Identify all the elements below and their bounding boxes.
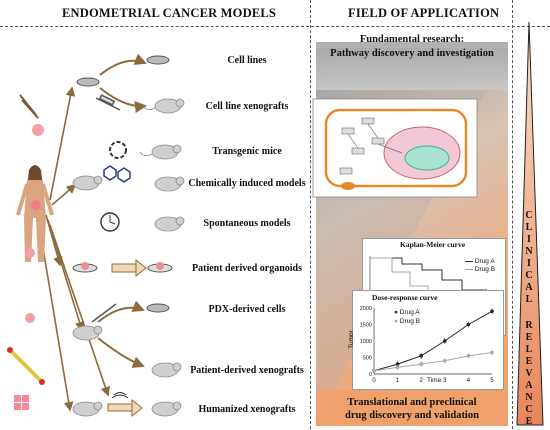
relevance-letter: E	[525, 332, 533, 343]
header-application: FIELD OF APPLICATION	[348, 6, 500, 20]
dose-series-line-drug-a	[373, 310, 493, 372]
relevance-letter: I	[527, 258, 531, 269]
application-top-title: Fundamental research: Pathway discovery …	[322, 33, 502, 61]
km-legend-a: Drug A	[474, 258, 495, 265]
relevance-letter: E	[525, 356, 533, 367]
km-legend: Drug A Drug B	[465, 258, 495, 274]
km-legend-b: Drug B	[474, 266, 496, 273]
model-label-pdx-cells: PDX-derived cells	[208, 304, 286, 315]
km-chart-title: Kaplan-Meier curve	[400, 240, 466, 249]
header-models: ENDOMETRIAL CANCER MODELS	[62, 6, 277, 20]
mouse-icon	[72, 401, 103, 417]
mouse-icons	[72, 98, 185, 417]
column-divider-1	[310, 0, 311, 429]
dose-legend: ● Drug A ● Drug B	[394, 309, 420, 325]
application-bottom-line1: Translational and preclinical	[347, 397, 477, 408]
dose-chart	[352, 290, 504, 390]
mouse-icon	[142, 98, 185, 114]
mouse-icon	[154, 216, 185, 232]
relevance-letter: L	[525, 222, 533, 233]
dose-legend-b: Drug B	[399, 318, 420, 325]
petri-dish-icon	[146, 55, 170, 65]
dose-y-tick: 0	[369, 372, 372, 378]
relevance-letter: C	[525, 210, 533, 221]
relevance-letter: E	[525, 416, 533, 427]
mouse-icon	[151, 362, 182, 378]
mouse-icon	[72, 325, 103, 341]
relevance-letter: A	[525, 282, 533, 293]
relevance-letter: L	[525, 344, 533, 355]
dose-x-tick: 0	[372, 378, 376, 384]
dose-x-tick: 3	[443, 378, 447, 384]
dose-y-tick: 2000	[360, 306, 372, 312]
relevance-letter: C	[525, 404, 533, 415]
km-curve-a	[370, 257, 487, 291]
application-title-line1: Fundamental research:	[359, 34, 465, 45]
application-title-line2: Pathway discovery and investigation	[330, 48, 494, 59]
mouse-icon	[151, 401, 182, 417]
dose-x-tick: 1	[396, 378, 400, 384]
syringe-icon	[91, 303, 117, 323]
dose-y-tick: 1500	[360, 323, 372, 329]
dose-series-line-drug-b	[373, 352, 493, 372]
pipette-icon	[19, 94, 39, 119]
relevance-letter: N	[525, 246, 533, 257]
dose-x-tick: 5	[490, 378, 494, 384]
dose-y-tick: 1000	[360, 339, 372, 345]
humanized-arrow	[107, 403, 133, 412]
bone-icon	[7, 347, 45, 385]
dose-chart-title: Dose-response curve	[372, 293, 438, 302]
dose-x-label: Time	[427, 377, 442, 384]
relevance-wedge	[516, 21, 544, 426]
relevance-letter: R	[525, 320, 533, 331]
dose-legend-a: Drug A	[399, 309, 420, 316]
dose-chart-plot: 0 1 2 3 4 5 0 500 1000 1500 2000	[360, 306, 495, 384]
relevance-letter: L	[525, 294, 533, 305]
organoid-arrow	[111, 263, 137, 273]
model-label-cell-line-xenografts: Cell line xenografts	[205, 101, 289, 112]
syringe-icon	[95, 94, 121, 111]
pathway-diagram	[312, 98, 478, 198]
dose-x-tick: 4	[467, 378, 471, 384]
tissue-sample-icon	[25, 124, 44, 323]
petri-dish-icon	[146, 303, 170, 313]
chemical-structure-icon	[103, 165, 131, 183]
column-divider-2	[512, 0, 513, 429]
model-label-pdx: Patient-derived xenografts	[190, 365, 304, 376]
tissue-grid-icon	[14, 395, 29, 410]
model-label-organoids: Patient derived organoids	[192, 263, 302, 274]
dose-y-tick: 500	[363, 356, 372, 362]
model-label-cell-lines: Cell lines	[227, 55, 267, 66]
relevance-letter: I	[527, 234, 531, 245]
model-label-chemically-induced: Chemically induced models	[188, 178, 306, 189]
fan-arrows	[39, 86, 110, 412]
petri-dish-icon	[76, 77, 100, 87]
human-figure-icon	[16, 165, 54, 262]
relevance-letter: A	[525, 380, 533, 391]
relevance-letter: V	[525, 368, 533, 379]
mouse-icon	[154, 176, 185, 192]
plasmid-icon	[109, 141, 127, 159]
clock-icon	[100, 212, 120, 232]
mouse-icon	[72, 175, 103, 191]
dose-x-tick: 2	[420, 378, 424, 384]
models-illustration	[7, 53, 185, 418]
model-label-humanized: Humanized xenografts	[198, 404, 296, 415]
model-label-transgenic-mice: Transgenic mice	[212, 146, 282, 157]
relevance-letter: N	[525, 392, 533, 403]
application-bottom-line2: drug discovery and validation	[345, 410, 479, 421]
model-label-spontaneous: Spontaneous models	[203, 218, 291, 229]
mouse-icon	[139, 144, 182, 160]
relevance-letter: C	[525, 270, 533, 281]
header-divider	[0, 26, 550, 27]
application-bottom-title: Translational and preclinical drug disco…	[322, 396, 502, 422]
